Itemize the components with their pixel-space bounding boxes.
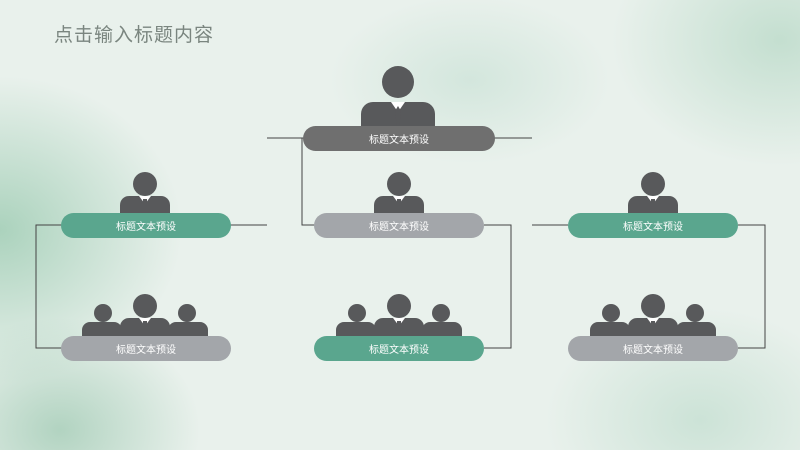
page-title: 点击输入标题内容 (54, 24, 215, 46)
group-icon (336, 294, 462, 336)
node-label: 标题文本预设 (369, 222, 429, 233)
node-label: 标题文本预设 (116, 222, 176, 233)
person-icon (374, 172, 424, 214)
node-center-mid[interactable]: 标题文本预设 (314, 213, 484, 238)
person-icon (361, 66, 435, 128)
node-label: 标题文本预设 (369, 345, 429, 356)
node-right-mid[interactable]: 标题文本预设 (568, 213, 738, 238)
group-icon (590, 294, 716, 336)
node-right-bottom[interactable]: 标题文本预设 (568, 336, 738, 361)
node-center-bottom[interactable]: 标题文本预设 (314, 336, 484, 361)
node-label: 标题文本预设 (369, 135, 429, 146)
node-left-mid[interactable]: 标题文本预设 (61, 213, 231, 238)
node-label: 标题文本预设 (623, 222, 683, 233)
group-icon (82, 294, 208, 336)
node-label: 标题文本预设 (623, 345, 683, 356)
person-icon (628, 172, 678, 214)
node-left-bottom[interactable]: 标题文本预设 (61, 336, 231, 361)
node-label: 标题文本预设 (116, 345, 176, 356)
person-icon (120, 172, 170, 214)
node-root[interactable]: 标题文本预设 (303, 126, 495, 151)
